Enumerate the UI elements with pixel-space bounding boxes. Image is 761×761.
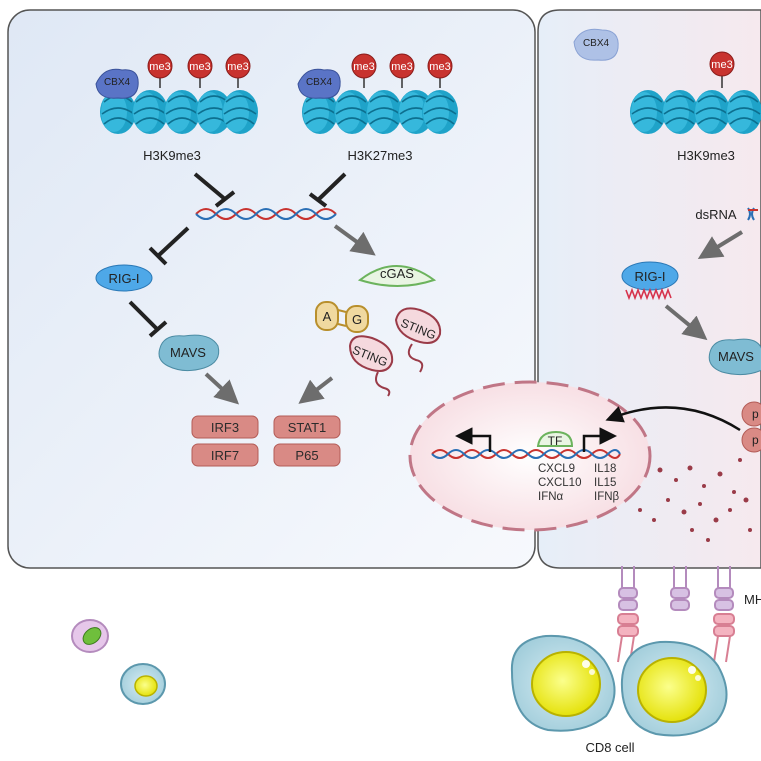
promoter-arrow-right bbox=[582, 427, 617, 452]
svg-text:P65: P65 bbox=[295, 448, 318, 463]
dna-helix-nucleus bbox=[431, 449, 621, 459]
cbx4-free-protein bbox=[573, 28, 619, 61]
gene-label-ifnb: IFNβ bbox=[594, 491, 620, 503]
rigi-protein bbox=[95, 264, 153, 292]
nucleosome-h3k9-right: me3 bbox=[629, 51, 761, 135]
cgas-protein bbox=[357, 265, 437, 287]
small-cell-blue bbox=[120, 663, 166, 705]
small-cell-purple bbox=[71, 619, 109, 653]
rigi-inhibition bbox=[148, 226, 190, 266]
cbx4-label: CBX4 bbox=[104, 77, 131, 88]
tf-box-p65: P65 bbox=[273, 443, 341, 467]
phospho-label-2: p bbox=[752, 433, 759, 447]
me3-mark-label: me3 bbox=[353, 61, 374, 73]
phospho-tf-1 bbox=[741, 401, 761, 427]
cbx4-free-label: CBX4 bbox=[583, 38, 610, 49]
gene-label-il15: IL15 bbox=[594, 477, 616, 489]
tf-box-irf7: IRF7 bbox=[191, 443, 259, 467]
h3k9me3-label: H3K9me3 bbox=[143, 148, 201, 163]
arrow-dsrna-to-rigi bbox=[697, 230, 744, 260]
promoter-arrow-left bbox=[455, 427, 492, 452]
nucleosome-h3k27-left: me3 me3 me3 CBX4 bbox=[297, 53, 459, 135]
tf-label: TF bbox=[548, 434, 563, 448]
cd8-cell-2 bbox=[620, 640, 728, 737]
mavs-label: MAVS bbox=[170, 345, 206, 360]
svg-text:STAT1: STAT1 bbox=[288, 420, 327, 435]
svg-text:IRF3: IRF3 bbox=[211, 420, 239, 435]
nucleosome-h3k9-left: me3 me3 me3 CBX4 bbox=[95, 53, 259, 135]
cgamp-g-label: G bbox=[352, 312, 362, 327]
cgas-label: cGAS bbox=[380, 266, 414, 281]
h3k9me3-right-label: H3K9me3 bbox=[677, 148, 735, 163]
mhc-tcr-complexes bbox=[617, 566, 735, 663]
dsrna-label: dsRNA bbox=[695, 207, 737, 222]
rigi-right-label: RIG-I bbox=[634, 269, 665, 284]
arrow-rigi-to-mavs bbox=[664, 304, 708, 341]
arrow-sting-to-tf bbox=[298, 376, 334, 404]
phospho-label-1: p bbox=[752, 407, 759, 421]
inhibition-arrows-top bbox=[193, 172, 347, 208]
tf-box-irf3: IRF3 bbox=[191, 415, 259, 439]
gene-label-ifna: IFNα bbox=[538, 491, 564, 503]
dsrna-bound-rigi bbox=[625, 287, 672, 301]
arrow-mavs-to-irf bbox=[204, 372, 240, 405]
arrow-dna-to-cgas bbox=[333, 224, 376, 256]
me3-mark-label: me3 bbox=[429, 61, 450, 73]
mavs-right-label: MAVS bbox=[718, 349, 754, 364]
me3-mark-label: me3 bbox=[189, 61, 210, 73]
left-cell-panel bbox=[7, 9, 536, 569]
me3-mark-label: me3 bbox=[227, 61, 248, 73]
h3k27me3-label: H3K27me3 bbox=[347, 148, 412, 163]
mavs-inhibition bbox=[128, 300, 168, 338]
arrow-tf-to-nucleus bbox=[605, 406, 741, 432]
tf-protein bbox=[536, 430, 574, 447]
mavs-protein-right bbox=[708, 338, 761, 376]
phospho-tf-2 bbox=[741, 427, 761, 453]
mhc-label: MH bbox=[744, 592, 761, 607]
gene-label-cxcl9: CXCL9 bbox=[538, 463, 575, 475]
tf-box-stat1: STAT1 bbox=[273, 415, 341, 439]
me3-mark-label: me3 bbox=[149, 61, 170, 73]
me3-mark-label: me3 bbox=[711, 59, 732, 71]
cbx4-label: CBX4 bbox=[306, 77, 333, 88]
rigi-label: RIG-I bbox=[108, 271, 139, 286]
gene-label-il18: IL18 bbox=[594, 463, 616, 475]
secreted-cytokines bbox=[638, 458, 752, 542]
dna-helix-left bbox=[195, 208, 337, 220]
gene-label-cxcl10: CXCL10 bbox=[538, 477, 581, 489]
cd8-cell-label: CD8 cell bbox=[585, 740, 634, 755]
cd8-cell-1 bbox=[510, 634, 616, 732]
svg-text:IRF7: IRF7 bbox=[211, 448, 239, 463]
mavs-protein bbox=[158, 334, 220, 372]
cgamp-a-label: A bbox=[323, 309, 332, 324]
cgamp-molecule bbox=[315, 301, 369, 333]
sting-protein-1 bbox=[394, 307, 442, 373]
sting-protein-2 bbox=[348, 335, 394, 397]
me3-mark-label: me3 bbox=[391, 61, 412, 73]
